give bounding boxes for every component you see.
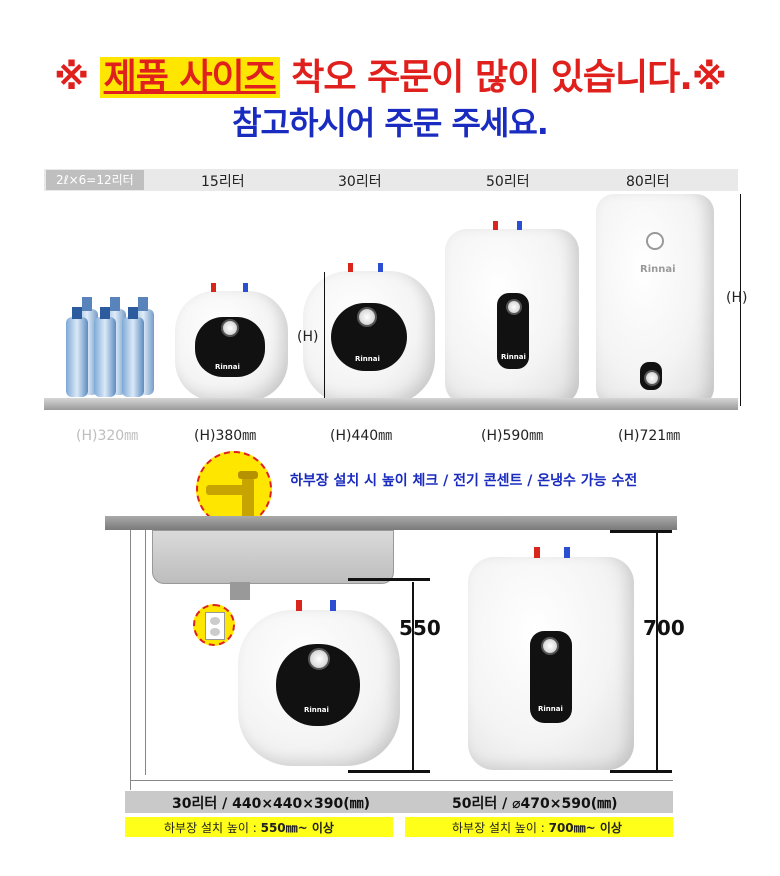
- water-bottle-icon: [66, 297, 154, 397]
- heater-50l-image: Rinnai: [445, 221, 579, 405]
- dim-line-50l-top: [610, 530, 672, 533]
- capacity-80l: 80리터: [626, 174, 670, 190]
- headline-highlight: 제품 사이즈: [99, 57, 280, 98]
- height-15l: (H)380㎜: [194, 428, 257, 444]
- capacity-30l: 30리터: [338, 174, 382, 190]
- spec-bar: [125, 791, 673, 813]
- dim-line-30l-bottom: [348, 770, 430, 773]
- headline-rest: 착오 주문이 많이 있습니다.※: [279, 57, 727, 98]
- install-heater-50l-image: Rinnai: [468, 547, 634, 770]
- outlet-icon: [193, 604, 235, 646]
- spec-height-bar-50l: [405, 817, 673, 837]
- headline-warning: ※ 제품 사이즈 착오 주문이 많이 있습니다.※: [0, 48, 780, 100]
- spec-height-bar-30l: [125, 817, 393, 837]
- dim-30l-value: 550: [399, 616, 441, 640]
- cabinet-floor: [130, 780, 673, 781]
- install-30l-brand: Rinnai: [304, 706, 329, 714]
- water-bottles-image: [62, 295, 162, 399]
- cabinet-left-wall: [130, 530, 131, 790]
- height-marker-30l: (H): [297, 329, 319, 345]
- faucet-icon: [196, 451, 272, 527]
- spec-model-30l: 30리터 / 440×440×390(㎜): [172, 796, 371, 812]
- install-50l-brand: Rinnai: [538, 705, 563, 713]
- cabinet-inner-wall: [145, 530, 146, 775]
- heater-15l-brand: Rinnai: [215, 363, 240, 371]
- cabinet-countertop: [105, 516, 677, 530]
- install-heater-30l-image: Rinnai: [238, 600, 400, 766]
- heater-50l-brand: Rinnai: [501, 353, 526, 361]
- height-bottles: (H)320㎜: [76, 428, 139, 444]
- dim-line-50l-bottom: [610, 770, 672, 773]
- dim-50l-value: 700: [643, 616, 685, 640]
- capacity-bottles: 2ℓ×6=12리터: [46, 170, 144, 190]
- headline-line2: 참고하시어 주문 주세요.: [232, 104, 549, 142]
- heater-30l-brand: Rinnai: [355, 355, 380, 363]
- heater-30l-image: Rinnai: [303, 263, 435, 404]
- height-arrow-30l: [324, 272, 325, 403]
- heater-80l-image: Rinnai: [596, 194, 714, 406]
- spec-height-label-30l: 하부장 설치 높이 :: [164, 821, 261, 835]
- spec-model-50l: 50리터 / ⌀470×590(㎜): [452, 796, 618, 812]
- capacity-50l: 50리터: [486, 174, 530, 190]
- spec-height-30l: 하부장 설치 높이 : 550㎜~ 이상: [164, 819, 334, 836]
- height-80l: (H)721㎜: [618, 428, 681, 444]
- dim-line-30l-top: [348, 578, 430, 581]
- headline-prefix: ※: [54, 57, 100, 98]
- capacity-15l: 15리터: [201, 174, 245, 190]
- spec-height-value-50l: 700㎜~ 이상: [548, 821, 622, 835]
- heater-15l-image: Rinnai: [175, 283, 288, 401]
- height-marker-80l: (H): [726, 290, 748, 306]
- height-50l: (H)590㎜: [481, 428, 544, 444]
- gauge-icon: [646, 232, 664, 250]
- spec-height-50l: 하부장 설치 높이 : 700㎜~ 이상: [452, 819, 622, 836]
- sink-drain: [230, 582, 250, 600]
- heater-80l-brand: Rinnai: [640, 264, 676, 275]
- spec-height-label-50l: 하부장 설치 높이 :: [452, 821, 549, 835]
- spec-height-value-30l: 550㎜~ 이상: [260, 821, 334, 835]
- capacity-bar: [44, 169, 738, 191]
- height-arrow-80l: [740, 194, 741, 406]
- dim-arrow-30l: [412, 582, 414, 770]
- height-30l: (H)440㎜: [330, 428, 393, 444]
- display-shelf: [44, 398, 738, 410]
- dim-arrow-50l: [656, 533, 658, 770]
- sink-bowl: [152, 530, 394, 584]
- install-note: 하부장 설치 시 높이 체크 / 전기 콘센트 / 온냉수 가능 수전: [290, 473, 638, 489]
